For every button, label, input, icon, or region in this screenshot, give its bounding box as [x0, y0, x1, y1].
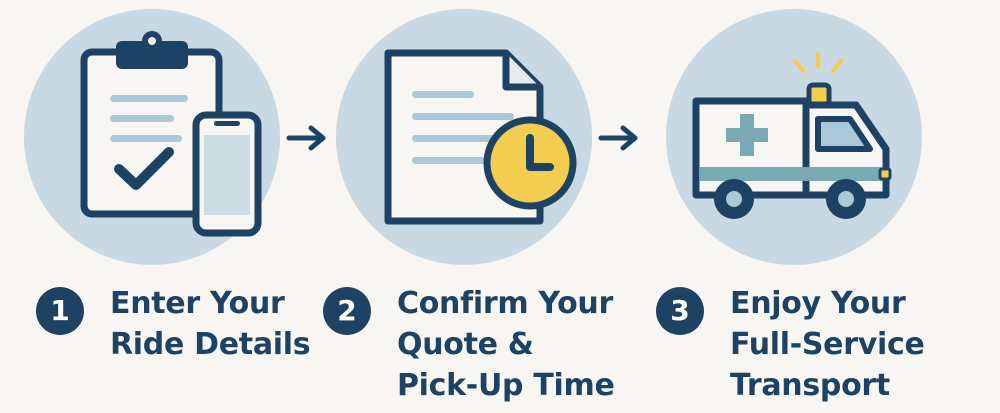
step-1-line-1: Enter Your [110, 286, 285, 321]
step-2-line-2: Quote & [397, 327, 534, 362]
step-1-line-2: Ride Details [110, 327, 311, 362]
step-3: 3 Enjoy Your Full-Service Transport [656, 283, 925, 406]
step-3-line-3: Transport [730, 368, 890, 403]
step-3-line-2: Full-Service [730, 327, 925, 362]
step-3-number: 3 [656, 287, 704, 335]
step-2-line-1: Confirm Your [397, 286, 613, 321]
step-1: 1 Enter Your Ride Details [36, 283, 311, 365]
arrow-right-icon [286, 125, 326, 151]
step-3-label: Enjoy Your Full-Service Transport [730, 283, 925, 406]
step-2: 2 Confirm Your Quote & Pick-Up Time [323, 283, 615, 406]
ambulance-icon [692, 52, 892, 219]
step-2-number: 2 [323, 287, 371, 335]
step-2-line-3: Pick-Up Time [397, 368, 615, 403]
clipboard-phone-icon [80, 31, 262, 237]
step-3-line-1: Enjoy Your [730, 286, 906, 321]
step-2-label: Confirm Your Quote & Pick-Up Time [397, 283, 615, 406]
step-1-number: 1 [36, 287, 84, 335]
step-1-label: Enter Your Ride Details [110, 283, 311, 365]
arrow-right-icon [598, 125, 638, 151]
document-clock-icon [384, 49, 577, 225]
